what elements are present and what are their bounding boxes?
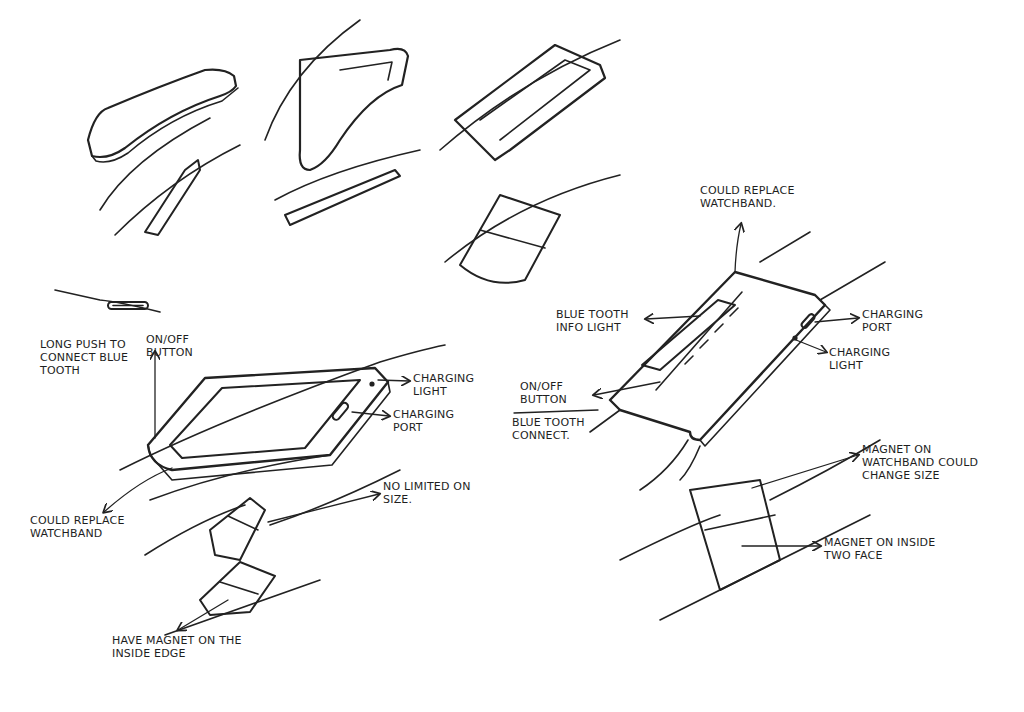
sketch-line <box>113 305 143 307</box>
sketch-line <box>145 160 200 235</box>
leader-lines <box>104 224 858 630</box>
band-label: COULD REPLACE WATCHBAND. <box>700 184 820 210</box>
sketch-line <box>656 292 742 390</box>
sketch-line <box>742 545 820 546</box>
sketch-line <box>88 70 236 157</box>
button-label: ON/OFF BUTTON <box>520 380 596 406</box>
sketch-line <box>108 302 148 309</box>
sketch-line <box>815 318 858 322</box>
magnet-label: HAVE MAGNET ON THE INSIDE EDGE <box>112 634 262 660</box>
size-label: NO LIMITED ON SIZE. <box>383 480 473 506</box>
sketch-line <box>165 580 320 635</box>
sketch-line <box>796 340 826 352</box>
sketch-line <box>594 382 660 395</box>
sketch-line <box>352 412 389 416</box>
sketch-line <box>300 49 408 170</box>
sketch-line <box>460 195 560 283</box>
sketch-line <box>150 455 330 500</box>
button-inset <box>55 290 160 312</box>
sketch-line <box>285 170 400 225</box>
sketch-line <box>660 515 870 620</box>
sketch-line <box>760 232 810 262</box>
sketch-line <box>820 262 885 300</box>
sketch-line <box>92 88 238 162</box>
sketch-line <box>793 336 797 340</box>
port-label: CHARGING PORT <box>393 408 459 434</box>
sketch-line <box>265 20 360 140</box>
sketch-line <box>331 401 349 421</box>
face-concept-two <box>265 20 420 225</box>
sketch-line <box>480 60 590 140</box>
sketch-line <box>646 316 700 319</box>
sketch-line <box>200 562 275 615</box>
sketch-line <box>340 62 392 80</box>
sketch-line <box>115 145 240 235</box>
sketch-line <box>735 224 741 272</box>
button-label: ON/OFF BUTTON <box>146 333 208 359</box>
sketch-line <box>445 175 620 262</box>
sketch-line <box>610 272 825 440</box>
sketch-line <box>154 352 155 438</box>
band-label: COULD REPLACE WATCHBAND <box>30 514 140 540</box>
sketch-line <box>680 446 700 480</box>
sketch-line <box>700 305 830 446</box>
sketch-line <box>228 516 258 530</box>
sketch-line <box>170 380 360 458</box>
sketch-line <box>178 600 228 630</box>
sketch-line <box>480 230 545 248</box>
sketch-line <box>268 494 379 522</box>
magnet-label: MAGNET ON INSIDE TWO FACE <box>824 536 944 562</box>
sketch-line <box>640 440 688 490</box>
sketch-line <box>378 380 409 381</box>
light-label: CHARGING LIGHT <box>413 372 485 398</box>
sketch-line <box>55 290 160 312</box>
light-label: BLUE TOOTH INFO LIGHT <box>556 308 644 334</box>
note-label: LONG PUSH TO CONNECT BLUE TOOTH <box>40 338 132 377</box>
sketch-line <box>455 45 605 160</box>
sketch-line <box>370 382 374 386</box>
port-label: CHARGING PORT <box>862 308 934 334</box>
sketch-line <box>690 480 780 590</box>
sketch-line <box>148 368 388 470</box>
sketch-line <box>752 455 858 488</box>
face-concept-three <box>440 40 620 283</box>
light-label: CHARGING LIGHT <box>829 346 903 372</box>
sketch-line <box>514 410 598 413</box>
sketch-line <box>100 118 210 210</box>
sketch-line <box>120 345 445 470</box>
face-concept-one <box>88 70 240 235</box>
note-label: BLUE TOOTH CONNECT. <box>512 416 608 442</box>
sketch-line <box>145 505 245 555</box>
magnet-label: MAGNET ON WATCHBAND COULD CHANGE SIZE <box>862 443 1002 482</box>
sketch-line <box>440 40 620 150</box>
sketch-line <box>800 313 815 329</box>
sketch-line <box>220 582 258 594</box>
sketch-line <box>104 468 172 512</box>
sketch-line <box>620 515 720 560</box>
sketch-line <box>590 410 620 432</box>
